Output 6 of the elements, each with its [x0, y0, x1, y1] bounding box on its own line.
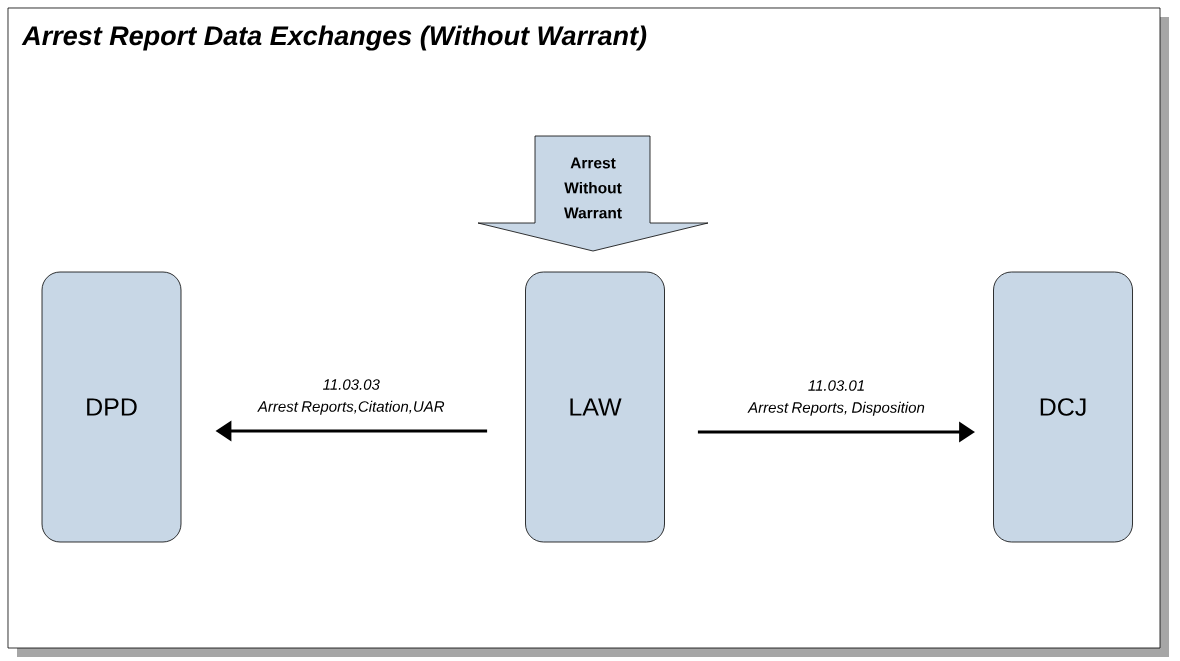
rounded-box: DPD: [41, 271, 182, 543]
rounded-box: LAW: [525, 271, 665, 543]
edge-label: 11.03.03 Arrest Reports,Citation,UAR: [257, 379, 445, 415]
title: Arrest Report Data Exchanges (Without Warrant): [21, 25, 647, 51]
edge-label: 11.03.01 Arrest Reports, Disposition: [747, 380, 925, 416]
rounded-box: DCJ: [993, 271, 1133, 543]
